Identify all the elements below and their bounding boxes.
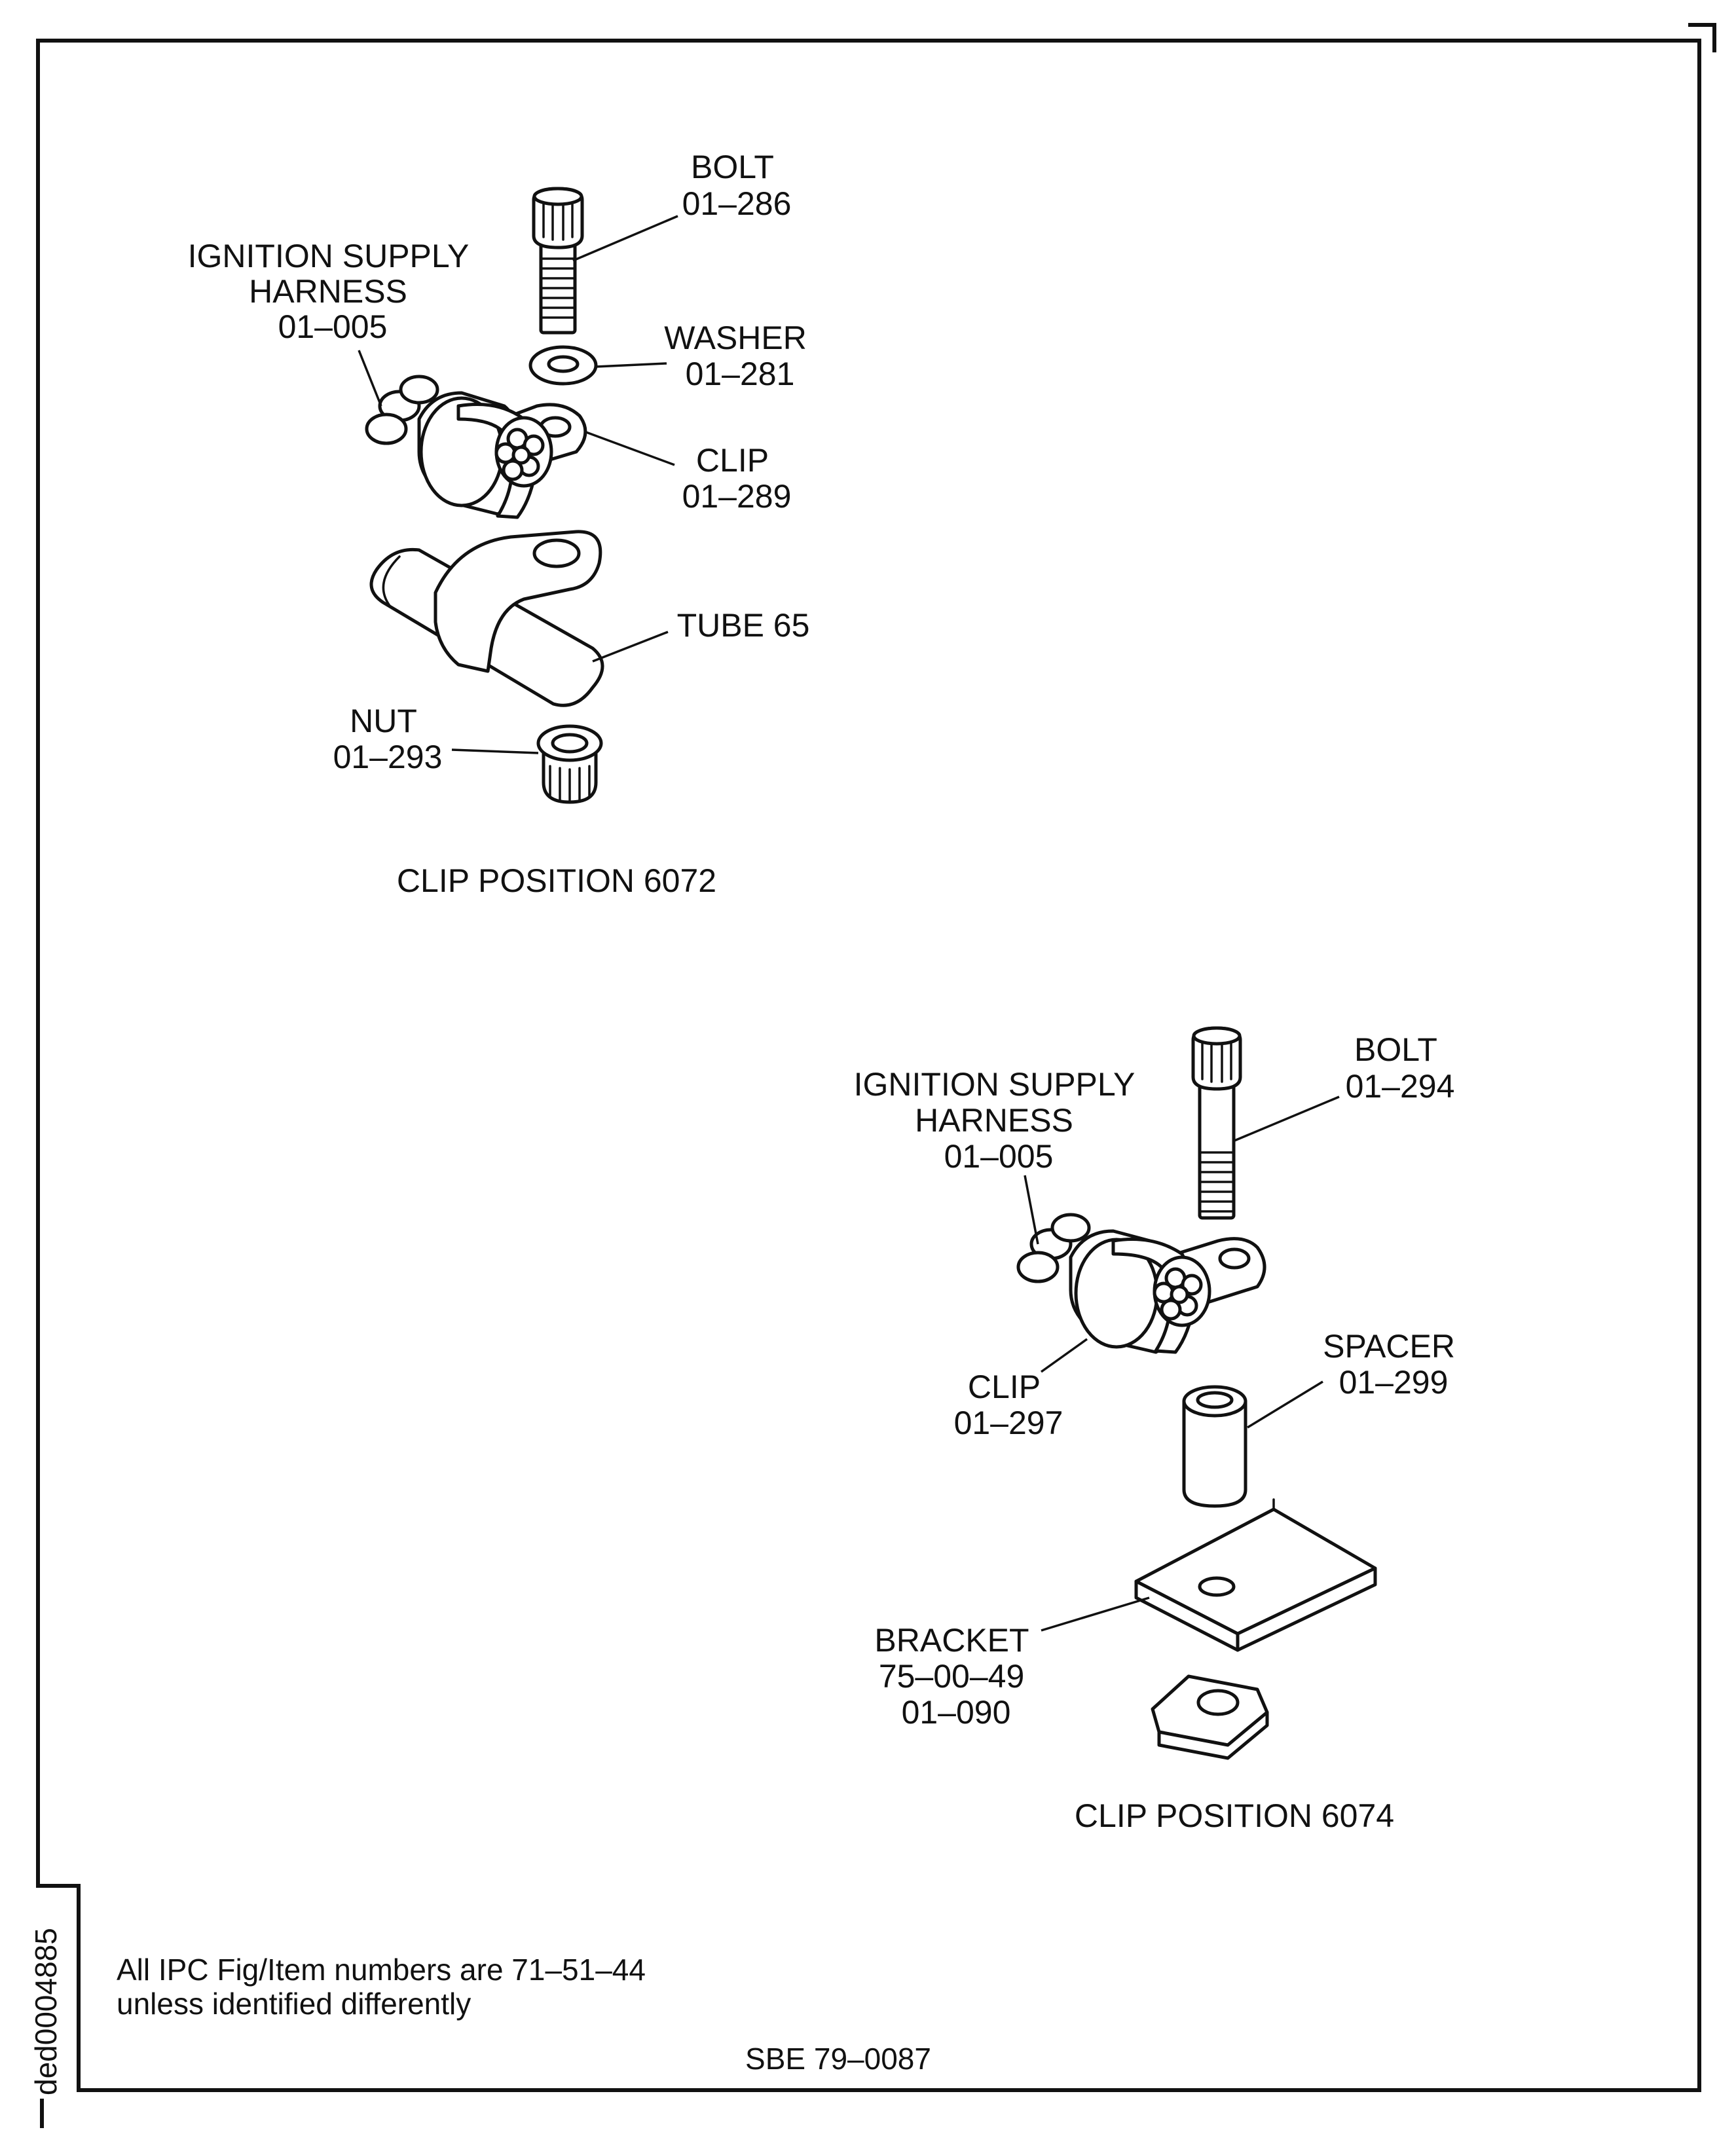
ignition-harness-with-clip-01-297: [1016, 1213, 1266, 1354]
label-bolt-01-286: BOLT 01–286: [682, 149, 792, 222]
labels-view-1: BOLT 01–286 IGNITION SUPPLY HARNESS 01–0…: [188, 149, 816, 899]
washer-01-281: [528, 345, 598, 386]
bracket-75-00-49-01-090: [1134, 1498, 1377, 1652]
nut-01-293: [536, 724, 603, 804]
bolt-01-294: [1191, 1026, 1242, 1220]
view-clip-position-6074: BOLT 01–294 IGNITION SUPPLY HARNESS 01–0…: [854, 1026, 1464, 1834]
tube-65-with-clamp: [369, 530, 604, 707]
label-clip-01-289: CLIP 01–289: [682, 442, 792, 515]
footer: All IPC Fig/Item numbers are 71–51–44 un…: [29, 1928, 931, 2095]
document-reference: SBE 79–0087: [745, 2042, 931, 2076]
labels-view-2: BOLT 01–294 IGNITION SUPPLY HARNESS 01–0…: [854, 1031, 1464, 1834]
label-spacer-01-299: SPACER 01–299: [1323, 1328, 1464, 1401]
leader-lines-view-1: [358, 215, 678, 754]
label-bracket-75-00-49: BRACKET 75–00–49 01–090: [874, 1622, 1037, 1731]
ipc-note: All IPC Fig/Item numbers are 71–51–44 un…: [117, 1953, 654, 2021]
caption-clip-position-6074: CLIP POSITION 6074: [1075, 1797, 1394, 1834]
caption-clip-position-6072: CLIP POSITION 6072: [397, 862, 716, 899]
label-ignition-harness-2: IGNITION SUPPLY HARNESS 01–005: [854, 1066, 1144, 1175]
label-nut-01-293: NUT 01–293: [333, 703, 443, 775]
label-tube-65: TUBE 65: [677, 607, 810, 644]
page-frame: [36, 23, 1716, 2128]
label-clip-01-297: CLIP 01–297: [954, 1369, 1063, 1441]
clip-nut-under-bracket: [1151, 1674, 1269, 1760]
label-ignition-harness-1: IGNITION SUPPLY HARNESS 01–005: [188, 238, 478, 345]
figure-id: ded0004885: [29, 1928, 63, 2095]
label-washer-01-281: WASHER 01–281: [664, 320, 816, 392]
leader-lines-view-2: [1024, 1095, 1340, 1632]
spacer-01-299: [1182, 1385, 1247, 1508]
label-bolt-01-294: BOLT 01–294: [1346, 1031, 1455, 1105]
view-clip-position-6072: BOLT 01–286 IGNITION SUPPLY HARNESS 01–0…: [188, 149, 816, 899]
bolt-01-286: [532, 187, 584, 335]
ignition-harness-with-clip-01-289: [365, 375, 587, 519]
